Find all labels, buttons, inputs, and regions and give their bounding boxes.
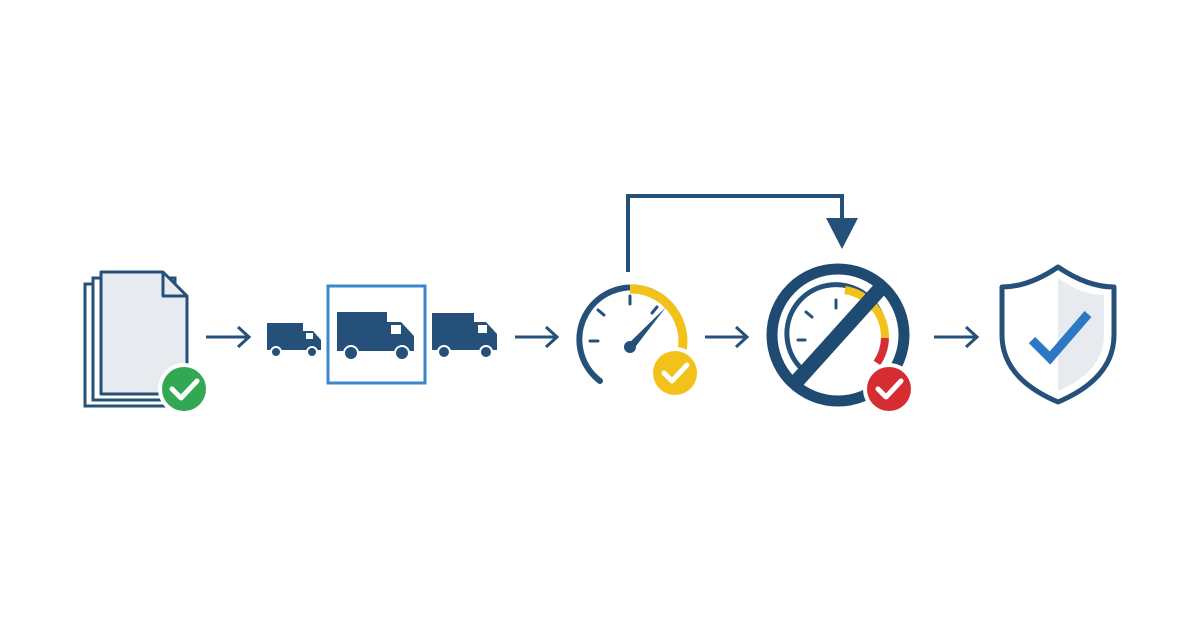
speedometer-icon <box>576 284 688 384</box>
checkmark-icon <box>1028 311 1092 365</box>
yellow-check-badge <box>649 347 701 399</box>
red-check-badge <box>863 363 915 415</box>
truck-small-left-icon <box>267 323 321 358</box>
truck-right-icon <box>432 313 497 359</box>
shield-check-icon <box>999 264 1117 405</box>
right-arrow-icon <box>705 325 750 349</box>
right-arrow-icon <box>515 325 560 349</box>
truck-highlight-frame <box>326 284 427 385</box>
feedback-loop-arrow <box>626 194 858 272</box>
right-arrow-icon <box>934 325 980 349</box>
stacked-documents-icon <box>83 270 189 408</box>
delivery-trucks-icon <box>267 284 497 385</box>
right-arrow-icon <box>206 325 252 349</box>
prohibition-slash <box>791 284 885 387</box>
no-speedometer-icon <box>766 263 910 407</box>
truck-framed-icon <box>337 312 414 361</box>
down-arrow-icon <box>826 218 858 249</box>
green-check-badge <box>158 363 210 415</box>
